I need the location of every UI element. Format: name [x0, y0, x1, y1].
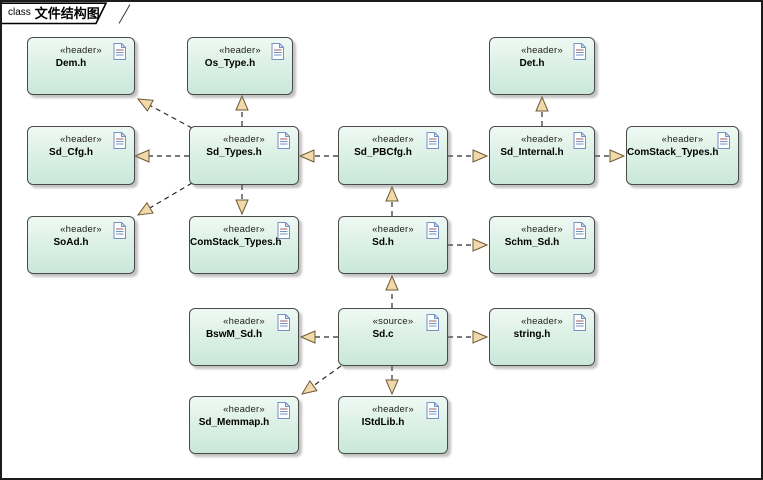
node-stereotype: «source»: [372, 316, 414, 327]
node-name: BswM_Sd.h: [205, 329, 263, 340]
document-icon: [277, 402, 290, 419]
document-icon: [271, 43, 284, 60]
edge-sd-types-to-soad[interactable]: [150, 182, 193, 208]
node-stereotype: «header»: [60, 224, 102, 235]
node-stereotype: «header»: [521, 316, 563, 327]
node-istdlib-h[interactable]: «header» IStdLib.h: [338, 396, 448, 454]
node-name: Os_Type.h: [204, 58, 256, 69]
node-name: SoAd.h: [53, 237, 89, 248]
document-icon: [426, 132, 439, 149]
document-icon: [277, 132, 290, 149]
node-name: IStdLib.h: [361, 417, 405, 428]
node-schm-sd-h[interactable]: «header» Schm_Sd.h: [489, 216, 595, 274]
node-name: ComStack_Types.h: [190, 237, 282, 248]
node-stereotype: «header»: [223, 316, 265, 327]
node-stereotype: «header»: [219, 45, 261, 56]
document-icon: [113, 222, 126, 239]
node-sd-h[interactable]: «header» Sd.h: [338, 216, 448, 274]
node-bswm-sd-h[interactable]: «header» BswM_Sd.h: [189, 308, 299, 366]
document-icon: [717, 132, 730, 149]
node-comstack-types-h-mid[interactable]: «header» ComStack_Types.h: [189, 216, 299, 274]
node-os-type-h[interactable]: «header» Os_Type.h: [187, 37, 293, 95]
frame-keyword: class: [8, 6, 31, 18]
node-name: Sd_Internal.h: [500, 147, 564, 158]
frame-title: 文件结构图: [34, 5, 100, 21]
node-name: Sd_Memmap.h: [198, 417, 270, 428]
document-icon: [426, 402, 439, 419]
node-stereotype: «header»: [223, 404, 265, 415]
node-comstack-types-h-right[interactable]: «header» ComStack_Types.h: [626, 126, 739, 185]
node-sd-c[interactable]: «source» Sd.c: [338, 308, 448, 366]
node-name: string.h: [513, 329, 551, 340]
frame-label-shape: [2, 2, 108, 25]
node-name: Det.h: [519, 58, 545, 69]
document-icon: [426, 314, 439, 331]
edge-sd-c-to-sd-memmap[interactable]: [313, 365, 342, 386]
node-stereotype: «header»: [223, 134, 265, 145]
node-name: Sd.c: [372, 329, 394, 340]
document-icon: [573, 314, 586, 331]
document-icon: [426, 222, 439, 239]
node-name: Sd_Types.h: [206, 147, 262, 158]
node-stereotype: «header»: [661, 134, 704, 145]
node-sd-types-h[interactable]: «header» Sd_Types.h: [189, 126, 299, 185]
document-icon: [113, 132, 126, 149]
document-icon: [573, 132, 586, 149]
frame-label: class 文件结构图: [2, 2, 106, 22]
document-icon: [277, 222, 290, 239]
node-stereotype: «header»: [521, 45, 563, 56]
node-stereotype: «header»: [60, 45, 102, 56]
node-stereotype: «header»: [372, 224, 414, 235]
node-sd-memmap-h[interactable]: «header» Sd_Memmap.h: [189, 396, 299, 454]
node-stereotype: «header»: [372, 134, 414, 145]
node-stereotype: «header»: [521, 224, 563, 235]
node-stereotype: «header»: [372, 404, 414, 415]
node-name: Sd.h: [372, 237, 394, 248]
node-name: ComStack_Types.h: [627, 147, 719, 158]
node-det-h[interactable]: «header» Det.h: [489, 37, 595, 95]
node-sd-cfg-h[interactable]: «header» Sd_Cfg.h: [27, 126, 135, 185]
edge-sd-types-to-dem[interactable]: [150, 106, 193, 129]
node-soad-h[interactable]: «header» SoAd.h: [27, 216, 135, 274]
document-icon: [573, 43, 586, 60]
frame-label-slash: [118, 4, 131, 24]
node-name: Dem.h: [55, 58, 87, 69]
document-icon: [277, 314, 290, 331]
node-name: Schm_Sd.h: [504, 237, 560, 248]
node-stereotype: «header»: [521, 134, 563, 145]
node-name: Sd_Cfg.h: [49, 147, 93, 158]
document-icon: [573, 222, 586, 239]
node-sd-internal-h[interactable]: «header» Sd_Internal.h: [489, 126, 595, 185]
node-name: Sd_PBCfg.h: [354, 147, 412, 158]
node-string-h[interactable]: «header» string.h: [489, 308, 595, 366]
node-dem-h[interactable]: «header» Dem.h: [27, 37, 135, 95]
document-icon: [113, 43, 126, 60]
node-stereotype: «header»: [223, 224, 265, 235]
node-sd-pbcfg-h[interactable]: «header» Sd_PBCfg.h: [338, 126, 448, 185]
node-stereotype: «header»: [60, 134, 102, 145]
